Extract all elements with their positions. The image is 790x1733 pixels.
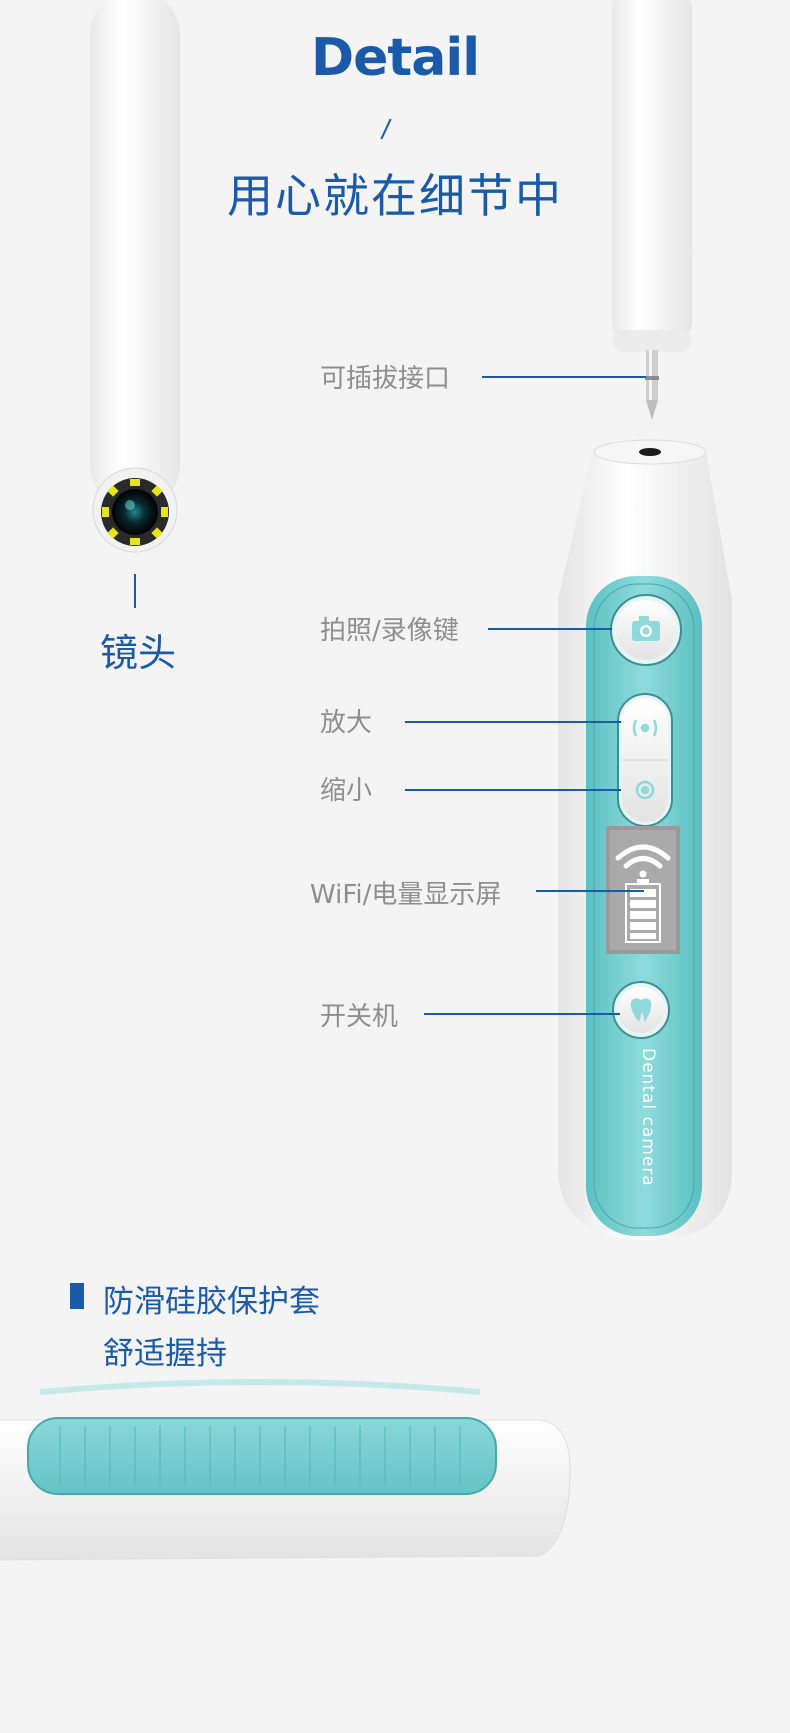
power-line xyxy=(424,1013,620,1015)
connector-label: 可插拔接口 xyxy=(320,364,451,394)
connector-line xyxy=(482,376,646,378)
lens-probe xyxy=(90,0,180,553)
photo-key-label: 拍照/录像键 xyxy=(320,616,459,646)
zoom-in-line xyxy=(405,721,621,723)
power-label: 开关机 xyxy=(320,1002,399,1032)
zoom-out-label: 缩小 xyxy=(320,776,373,806)
brand-text: Dental camera xyxy=(638,1048,658,1187)
display-label: WiFi/电量显示屏 xyxy=(310,880,502,910)
sleeve-subtitle: 舒适握持 xyxy=(103,1336,227,1372)
page-subtitle: 用心就在细节中 xyxy=(227,169,563,223)
zoom-out-line xyxy=(405,789,621,791)
zoom-in-label: 放大 xyxy=(320,708,373,738)
lens-label: 镜头 xyxy=(100,631,177,675)
zoom-out-icon xyxy=(635,780,655,800)
page-title: Detail xyxy=(310,28,480,88)
lens-line xyxy=(134,574,136,608)
display-line xyxy=(536,890,644,892)
zoom-rocker[interactable] xyxy=(617,693,673,827)
sleeve-title: 防滑硅胶保护套 xyxy=(103,1284,320,1320)
battery-icon xyxy=(625,879,661,943)
connector-tube xyxy=(612,0,692,420)
power-button[interactable] xyxy=(612,981,670,1039)
section-marker xyxy=(70,1283,84,1309)
wifi-icon xyxy=(615,844,671,878)
photo-button[interactable] xyxy=(610,594,682,666)
zoom-in-icon xyxy=(632,719,658,737)
photo-key-line xyxy=(488,628,612,630)
silicone-sleeve xyxy=(0,1379,571,1561)
camera-icon xyxy=(632,616,660,641)
tooth-icon xyxy=(630,998,652,1022)
